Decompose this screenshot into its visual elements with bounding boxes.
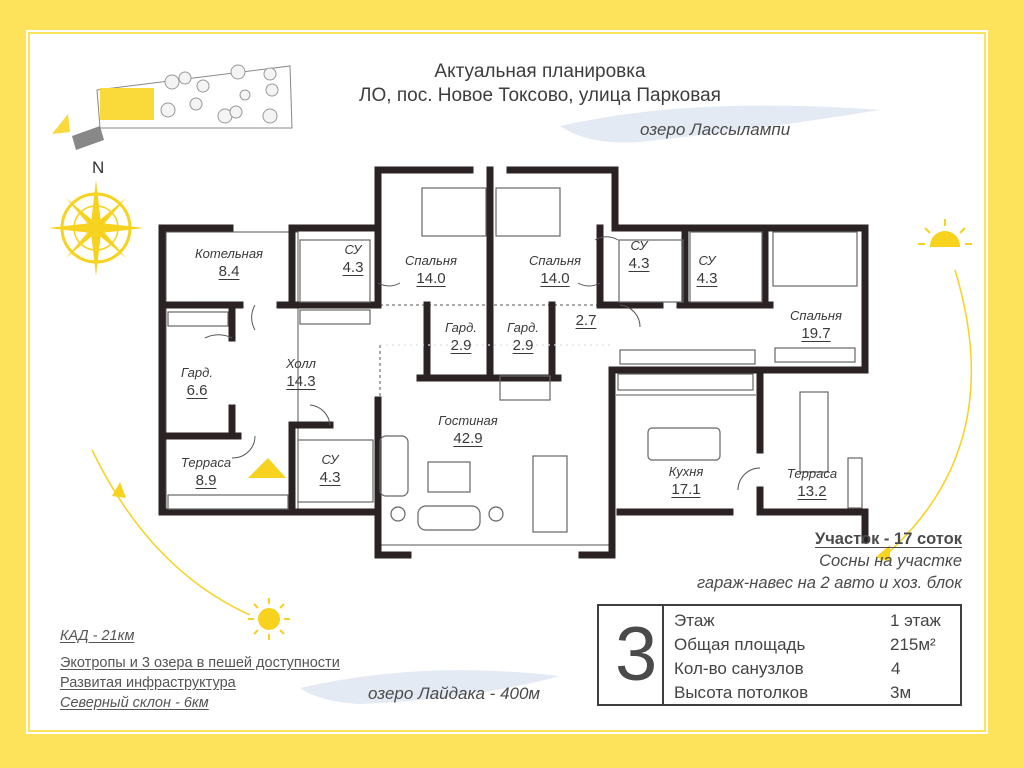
sun-icon-east — [918, 219, 972, 247]
spec-value-bathrooms: 4 — [891, 659, 901, 678]
sun-path-arc — [879, 269, 973, 561]
kad-distance: КАД - 21км — [60, 628, 135, 644]
infrastructure-text: Развитая инфраструктура — [60, 675, 236, 691]
plot-garage-text: гараж-навес на 2 авто и хоз. блок — [696, 574, 962, 592]
sun-icon-south — [248, 598, 290, 640]
spec-label-ceiling: Высота потолков — [674, 683, 809, 702]
entrance-marker-icon — [248, 458, 286, 478]
title-line-2: ЛО, пос. Новое Токсово, улица Парковая — [359, 85, 721, 106]
lake-band-bottom — [300, 670, 560, 704]
plan-number: 3 — [615, 612, 658, 697]
north-slope-text: Северный склон - 6км — [60, 695, 209, 711]
spec-value-ceiling: 3м — [890, 683, 912, 702]
floor-plan — [158, 166, 869, 559]
plot-trees-text: Сосны на участке — [819, 552, 962, 570]
site-plan-icon — [52, 64, 293, 150]
room-wardrobe-2: Гард.2.9 — [507, 320, 539, 354]
room-wardrobe-1: Гард.2.9 — [445, 320, 477, 354]
north-label: N — [92, 158, 105, 177]
spec-label-floor: Этаж — [674, 611, 715, 630]
eco-trails-text: Экотропы и 3 озера в пешей доступности — [60, 655, 340, 671]
spec-value-floor: 1 этаж — [890, 611, 941, 630]
specs-box: 3 Этаж 1 этаж Общая площадь 215м² Кол-во… — [597, 604, 962, 706]
room-wardrobe-3: Гард.6.6 — [181, 365, 213, 399]
spec-value-area: 215м² — [890, 635, 936, 654]
lake-top-label: озеро Лассылампи — [640, 120, 791, 139]
title-line-1: Актуальная планировка — [434, 61, 646, 82]
plot-size-heading: Участок - 17 соток — [814, 530, 962, 548]
lake-band-top — [560, 105, 880, 143]
spec-label-area: Общая площадь — [674, 635, 806, 654]
room-corridor: 2.7 — [575, 312, 597, 329]
compass-rose-icon — [48, 180, 144, 276]
lake-bottom-label: озеро Лайдака - 400м — [368, 684, 541, 703]
spec-label-bathrooms: Кол-во санузлов — [674, 659, 804, 678]
white-panel — [26, 30, 988, 734]
specs-divider — [662, 606, 664, 704]
